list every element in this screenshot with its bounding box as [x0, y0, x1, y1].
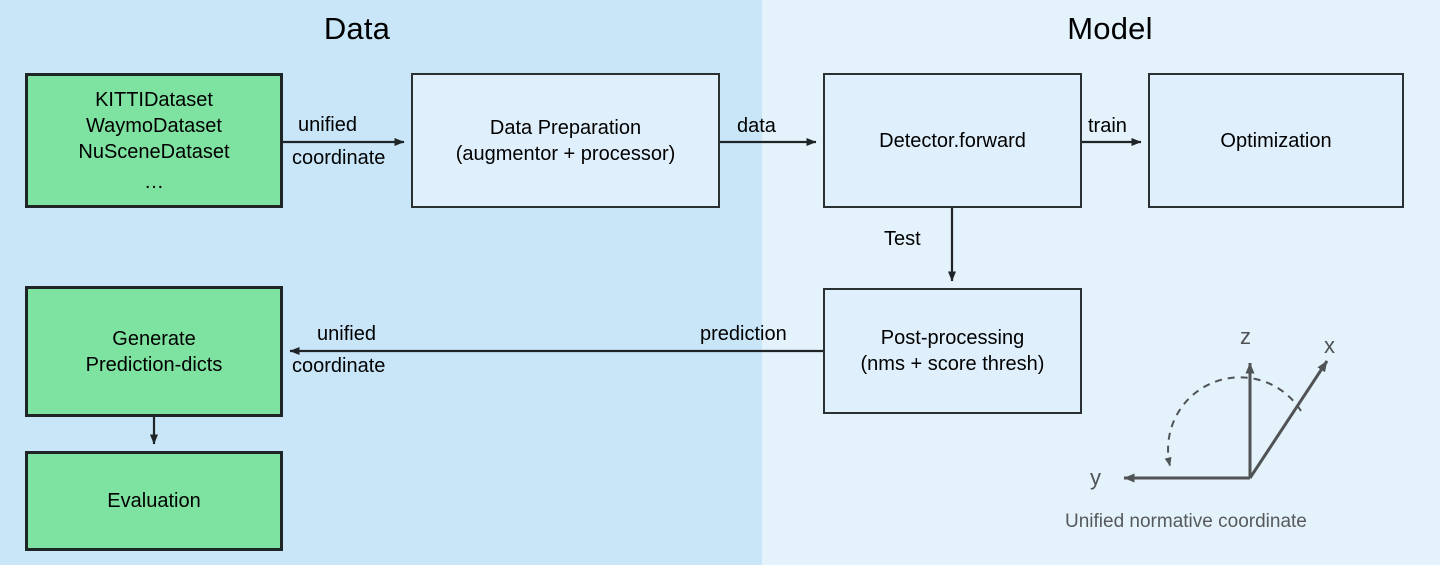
- edge-label-unified-top: unified: [298, 114, 357, 136]
- edge-label-test: Test: [884, 228, 921, 250]
- edge-label-train: train: [1088, 115, 1127, 137]
- node-post-processing-line-2: (nms + score thresh): [860, 353, 1045, 375]
- node-detector-forward[interactable]: Detector.forward: [823, 73, 1082, 208]
- node-generate-prediction-dicts-line-1: Generate: [112, 327, 196, 350]
- edge-label-data: data: [737, 115, 776, 137]
- node-optimization[interactable]: Optimization: [1148, 73, 1404, 208]
- coord-label-x: x: [1324, 333, 1335, 358]
- node-datasets[interactable]: KITTIDataset WaymoDataset NuSceneDataset…: [25, 73, 283, 208]
- coord-caption: Unified normative coordinate: [1065, 511, 1307, 532]
- coord-label-y: y: [1090, 465, 1101, 490]
- node-data-preparation-line-2: (augmentor + processor): [455, 142, 676, 165]
- edge-label-coordinate-bottom: coordinate: [292, 355, 386, 377]
- node-evaluation-line-1: Evaluation: [107, 490, 201, 512]
- node-post-processing[interactable]: Post-processing (nms + score thresh): [823, 288, 1082, 414]
- node-data-preparation-line-1: Data Preparation: [489, 116, 642, 139]
- edge-label-coordinate-top: coordinate: [292, 147, 386, 169]
- node-datasets-line-3: NuSceneDataset: [78, 140, 230, 163]
- edge-label-unified-bottom: unified: [317, 323, 376, 345]
- node-evaluation[interactable]: Evaluation: [25, 451, 283, 551]
- node-datasets-line-2: WaymoDataset: [86, 114, 222, 137]
- node-post-processing-line-1: Post-processing: [880, 327, 1025, 349]
- node-datasets-line-4: …: [144, 170, 164, 193]
- coord-label-z: z: [1240, 324, 1251, 349]
- node-optimization-line-1: Optimization: [1220, 129, 1332, 152]
- node-generate-prediction-dicts[interactable]: Generate Prediction-dicts: [25, 286, 283, 417]
- node-data-preparation[interactable]: Data Preparation (augmentor + processor): [411, 73, 720, 208]
- edge-label-prediction: prediction: [700, 323, 787, 345]
- data-section-title: Data: [323, 11, 391, 46]
- node-datasets-line-1: KITTIDataset: [95, 88, 213, 111]
- node-generate-prediction-dicts-line-2: Prediction-dicts: [85, 353, 223, 376]
- model-section-title: Model: [1067, 11, 1153, 46]
- node-detector-forward-line-1: Detector.forward: [879, 129, 1026, 152]
